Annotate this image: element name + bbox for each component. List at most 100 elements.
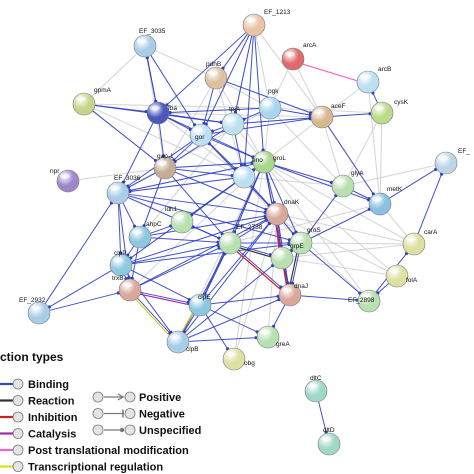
edge-obg-dnak: [233, 213, 278, 360]
node-grea[interactable]: greA: [256, 325, 290, 349]
node-pdhb[interactable]: pdhB: [204, 61, 228, 90]
node-label: npr: [50, 168, 60, 175]
node-label: eno: [252, 157, 263, 164]
node-label: pgk: [268, 88, 279, 95]
node-sphere: [402, 232, 426, 256]
node-gor[interactable]: gor: [189, 123, 213, 147]
edge-ef-1213-tpia: [235, 35, 253, 113]
node-pgk[interactable]: pgk: [258, 88, 282, 120]
node-ef-3036[interactable]: EF_3036: [106, 175, 141, 205]
edge-arcb-metk: [367, 81, 381, 205]
node-acef[interactable]: aceF: [310, 103, 345, 129]
edge-gap-1-grol: [175, 162, 253, 168]
node-sphere: [106, 181, 130, 205]
node-metk[interactable]: metK: [368, 186, 403, 216]
node-highlight: [122, 282, 132, 288]
legend-ball-icon: [124, 391, 136, 403]
edge-gap-1-ef-3036: [128, 172, 156, 188]
node-ef-2932[interactable]: EF_2932: [19, 297, 51, 325]
node-sphere: [153, 156, 177, 180]
node-idh1[interactable]: idh1: [165, 206, 194, 234]
edge-grol-ef-2738: [234, 171, 261, 233]
node-clpe[interactable]: clpE: [188, 293, 211, 317]
node-dnak[interactable]: dnaK: [265, 199, 300, 226]
node-highlight: [360, 74, 370, 80]
edge-fola-grol: [263, 161, 398, 277]
node-arcb[interactable]: arcB: [356, 66, 391, 94]
node-highlight: [226, 351, 236, 357]
node-ef[interactable]: EF_: [434, 148, 470, 175]
edge-clpb-grea: [188, 337, 257, 342]
node-obg[interactable]: obg: [222, 347, 255, 371]
edge-cysk-metk: [379, 112, 383, 205]
node-clpp[interactable]: clpP: [109, 250, 133, 277]
node-gpma[interactable]: gpmA: [72, 87, 112, 116]
node-grol[interactable]: groL: [252, 150, 286, 174]
legend-unspecified: Unspecified: [92, 424, 201, 437]
edge-clpp-ef-2738: [131, 244, 219, 264]
node-clpb[interactable]: clpB: [166, 330, 199, 354]
node-highlight: [389, 268, 399, 274]
node-ef-3035[interactable]: EF_3035: [133, 28, 166, 58]
node-sphere: [258, 96, 282, 120]
node-dltc[interactable]: dltC: [304, 375, 328, 403]
node-eno[interactable]: eno: [232, 157, 263, 189]
node-npr[interactable]: npr: [50, 168, 80, 193]
edge-ef-2738-idh1: [192, 226, 221, 240]
node-grpe[interactable]: grpE: [270, 243, 304, 270]
edge-clpb-ef-2738: [182, 253, 225, 333]
node-dltd[interactable]: dltD: [317, 427, 341, 456]
node-highlight: [110, 185, 120, 191]
legend-label: Reaction: [28, 396, 75, 408]
edge-gros-metk: [310, 208, 370, 239]
node-glya[interactable]: glyA: [331, 170, 364, 198]
node-label: ahpC: [146, 221, 162, 228]
edge-ahpc-tpia: [139, 123, 234, 238]
edge-gap-1-eno: [175, 168, 233, 177]
edge-fba-acef: [157, 112, 323, 118]
node-dnaj[interactable]: dnaJ: [278, 283, 308, 307]
node-highlight: [293, 235, 303, 241]
edge-ahpc-dnak: [150, 215, 266, 236]
edge-gap-1-dnak: [174, 171, 267, 210]
node-label: EF_3036: [114, 175, 141, 182]
arrow-icon: [117, 393, 125, 401]
legend-label: Post translational modification: [28, 445, 189, 457]
node-cara[interactable]: carA: [402, 229, 438, 256]
legend-label: Transcriptional regulation: [28, 462, 163, 474]
node-sphere: [56, 169, 80, 193]
edge-gpma-pgk: [83, 103, 271, 109]
node-ef-1213[interactable]: EF_1213: [242, 9, 291, 37]
node-sphere: [304, 379, 328, 403]
edge-gros-glya: [307, 195, 337, 235]
node-sphere: [170, 210, 194, 234]
edge-ef-1213-fba: [166, 32, 247, 106]
node-gap-1[interactable]: gap-1: [153, 153, 177, 180]
edge-pgk-acef: [280, 109, 311, 116]
node-ef-2738[interactable]: EF_2738: [218, 224, 263, 255]
edge-clpe-obg: [205, 314, 229, 350]
edge-eno-ef-3036: [129, 177, 234, 192]
node-sphere: [232, 165, 256, 189]
node-fola[interactable]: folA: [385, 264, 418, 288]
edge-tpia-gor: [212, 127, 223, 132]
node-arca[interactable]: arcA: [281, 42, 317, 71]
edge-grpe-cara: [281, 243, 415, 259]
node-ahpc[interactable]: ahpC: [128, 221, 162, 249]
node-label: EF_: [458, 148, 470, 155]
node-label: folA: [406, 277, 418, 284]
node-sphere: [27, 301, 51, 325]
edge-ef-3035-gor: [150, 55, 196, 126]
node-ef-2898[interactable]: EF_2898: [348, 289, 381, 313]
edge-grpe-dnaj: [283, 268, 288, 284]
node-highlight: [269, 206, 279, 212]
node-highlight: [372, 196, 382, 202]
node-fba[interactable]: fba: [146, 101, 177, 125]
node-tpia[interactable]: tpiA: [221, 106, 245, 136]
node-label: dltC: [310, 375, 322, 382]
node-cysk[interactable]: cysK: [370, 99, 409, 125]
node-trxb[interactable]: trxB: [112, 275, 142, 302]
node-label: greA: [276, 341, 290, 348]
node-gros[interactable]: groS: [289, 227, 321, 255]
